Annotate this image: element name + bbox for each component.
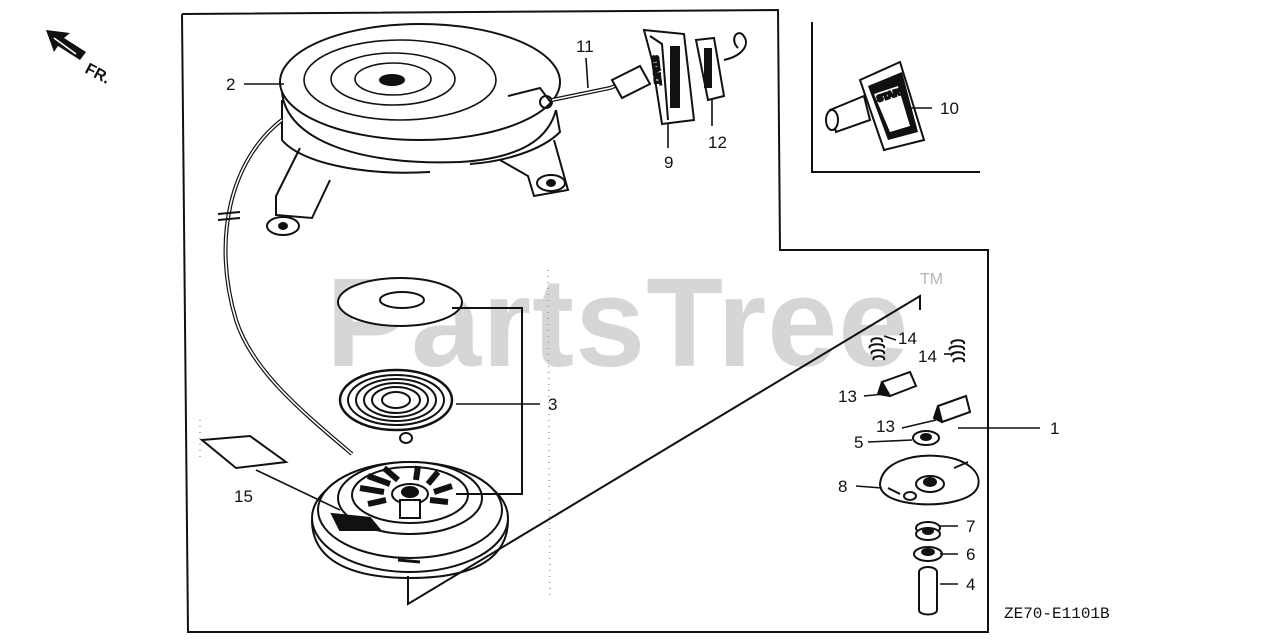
exploded-view-lines xyxy=(407,294,921,606)
callout-15: 15 xyxy=(234,487,253,506)
callout-13-upper: 13 xyxy=(838,387,857,406)
grip-start-text: START xyxy=(650,55,663,86)
callout-2: 2 xyxy=(226,75,235,94)
ratchet-spring-right xyxy=(948,339,966,363)
front-direction-arrow: FR. xyxy=(46,30,113,88)
callout-13-lower: 13 xyxy=(876,417,895,436)
callout-14-right: 14 xyxy=(918,347,937,366)
ratchet-spring-left xyxy=(868,337,886,361)
callout-1: 1 xyxy=(1050,419,1059,438)
ratchet-pawl-right xyxy=(932,394,972,424)
main-frame-border xyxy=(181,8,989,633)
dotted-center-line xyxy=(199,269,551,601)
callout-10: 10 xyxy=(940,99,959,118)
diagram-code: ZE70-E1101B xyxy=(1004,605,1110,623)
recoil-pulley-part xyxy=(311,461,509,580)
spring-cover-disc xyxy=(337,277,463,327)
washer-part-5 xyxy=(912,430,940,446)
callout-5: 5 xyxy=(854,433,863,452)
callout-11: 11 xyxy=(576,37,594,56)
watermark-trademark: TM xyxy=(920,271,943,288)
callout-4: 4 xyxy=(966,575,975,594)
ratchet-guide-part-8 xyxy=(878,454,980,506)
callout-3: 3 xyxy=(548,395,557,414)
pivot-pin-part-4 xyxy=(918,566,938,616)
starter-grip-part: START xyxy=(610,28,696,126)
friction-spring-part-7 xyxy=(915,521,941,541)
arrow-icon xyxy=(46,30,86,60)
alt-grip-part: START xyxy=(825,60,926,152)
leader-lines xyxy=(244,57,1040,585)
washer-part-6 xyxy=(913,546,943,562)
callout-12: 12 xyxy=(708,133,727,152)
starter-case-part xyxy=(266,23,570,236)
front-direction-label: FR. xyxy=(82,61,113,88)
inset-frame-border xyxy=(811,22,980,173)
grip-insert-part xyxy=(694,32,747,102)
callout-9: 9 xyxy=(664,153,673,172)
callout-7: 7 xyxy=(966,517,975,536)
recoil-spring-part xyxy=(338,368,454,444)
callout-8: 8 xyxy=(838,477,847,496)
callout-14-left: 14 xyxy=(898,329,917,348)
label-sticker-part xyxy=(199,434,289,470)
callout-6: 6 xyxy=(966,545,975,564)
